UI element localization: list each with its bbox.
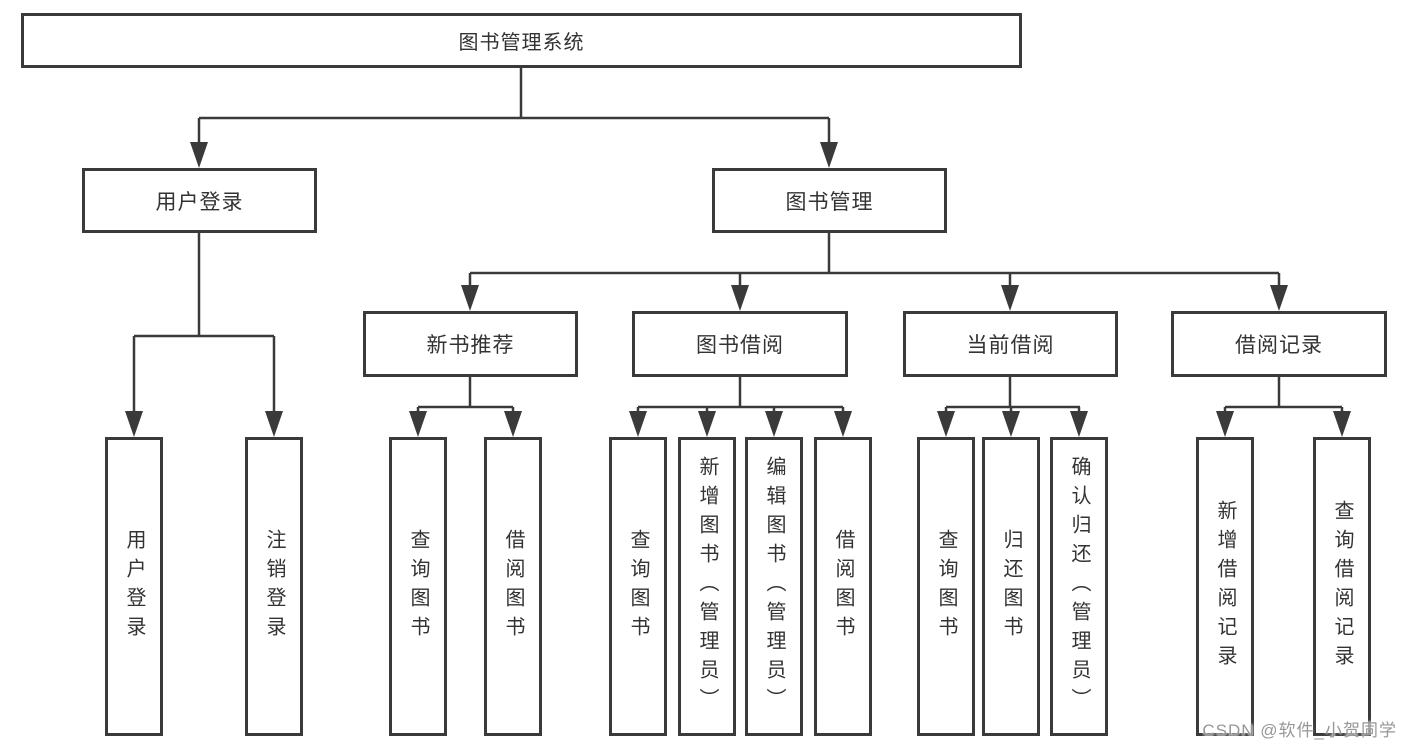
leaf-logout: 注销登录: [245, 437, 303, 736]
leaf-query-books-borrow: 查询图书: [609, 437, 667, 736]
connector-current-borrow-to-leaves: [944, 377, 1081, 415]
node-book-management: 图书管理: [712, 168, 947, 233]
connector-book-mgmt-to-level3: [468, 233, 1281, 289]
arrowhead: [409, 411, 427, 437]
leaf-borrow-books-recommend-label: 借阅图书: [502, 528, 524, 645]
arrowhead: [1333, 411, 1351, 437]
leaf-borrow-books-label: 借阅图书: [832, 528, 854, 645]
node-root: 图书管理系统: [21, 13, 1022, 68]
arrowhead: [937, 411, 955, 437]
arrowhead: [1002, 411, 1020, 437]
leaf-query-books-recommend: 查询图书: [389, 437, 447, 736]
leaf-confirm-return-admin: 确认归还（管理员）: [1050, 437, 1108, 736]
watermark: CSDN @软件_小贺同学: [1202, 721, 1397, 740]
arrowhead: [834, 411, 852, 437]
leaf-query-books-current-label: 查询图书: [935, 528, 957, 645]
arrowhead: [820, 142, 838, 168]
arrowhead: [1270, 285, 1288, 311]
leaf-add-book-admin: 新增图书（管理员）: [678, 437, 736, 736]
node-book-borrow-label: 图书借阅: [696, 334, 784, 357]
node-book-borrow: 图书借阅: [632, 311, 848, 377]
leaf-query-books-recommend-label: 查询图书: [407, 528, 429, 645]
leaf-return-book-label: 归还图书: [1000, 528, 1022, 645]
arrowhead: [1001, 285, 1019, 311]
leaf-add-borrow-record-label: 新增借阅记录: [1214, 499, 1236, 674]
connector-book-borrow-to-leaves: [636, 377, 845, 415]
arrowhead: [125, 411, 143, 437]
arrowhead: [461, 285, 479, 311]
arrowhead: [1216, 411, 1234, 437]
leaf-edit-book-admin-label: 编辑图书（管理员）: [763, 456, 785, 717]
connector-user-login-to-leaves: [132, 232, 276, 415]
arrowhead: [504, 411, 522, 437]
arrowhead: [190, 142, 208, 168]
leaf-user-login-label: 用户登录: [123, 528, 145, 645]
leaf-query-borrow-record: 查询借阅记录: [1313, 437, 1371, 736]
arrowhead: [1070, 411, 1088, 437]
node-book-management-label: 图书管理: [785, 190, 874, 214]
arrowhead: [265, 411, 283, 437]
leaf-borrow-books: 借阅图书: [814, 437, 872, 736]
arrowhead: [629, 411, 647, 437]
node-root-label: 图书管理系统: [458, 32, 585, 54]
connector-borrow-records-to-leaves: [1223, 377, 1344, 415]
node-user-login-label: 用户登录: [155, 190, 244, 214]
leaf-borrow-books-recommend: 借阅图书: [484, 437, 542, 736]
node-borrow-records: 借阅记录: [1171, 311, 1387, 377]
leaf-query-books-borrow-label: 查询图书: [627, 528, 649, 645]
leaf-add-borrow-record: 新增借阅记录: [1196, 437, 1254, 736]
leaf-user-login: 用户登录: [105, 437, 163, 736]
leaf-confirm-return-admin-label: 确认归还（管理员）: [1068, 456, 1090, 717]
arrowhead: [698, 411, 716, 437]
connector-root-to-level2: [197, 68, 831, 146]
node-new-book-recommend: 新书推荐: [363, 311, 578, 377]
leaf-query-books-current: 查询图书: [917, 437, 975, 736]
node-borrow-records-label: 借阅记录: [1235, 334, 1323, 357]
leaf-return-book: 归还图书: [982, 437, 1040, 736]
node-current-borrow-label: 当前借阅: [966, 334, 1055, 357]
leaf-logout-label: 注销登录: [263, 528, 285, 645]
arrowhead: [765, 411, 783, 437]
leaf-edit-book-admin: 编辑图书（管理员）: [745, 437, 803, 736]
leaf-add-book-admin-label: 新增图书（管理员）: [696, 456, 718, 717]
leaf-query-borrow-record-label: 查询借阅记录: [1331, 499, 1353, 674]
connector-new-book-rec-to-leaves: [416, 377, 515, 415]
arrowhead: [731, 285, 749, 311]
node-user-login: 用户登录: [82, 168, 317, 233]
node-current-borrow: 当前借阅: [903, 311, 1118, 377]
node-new-book-recommend-label: 新书推荐: [426, 334, 515, 357]
